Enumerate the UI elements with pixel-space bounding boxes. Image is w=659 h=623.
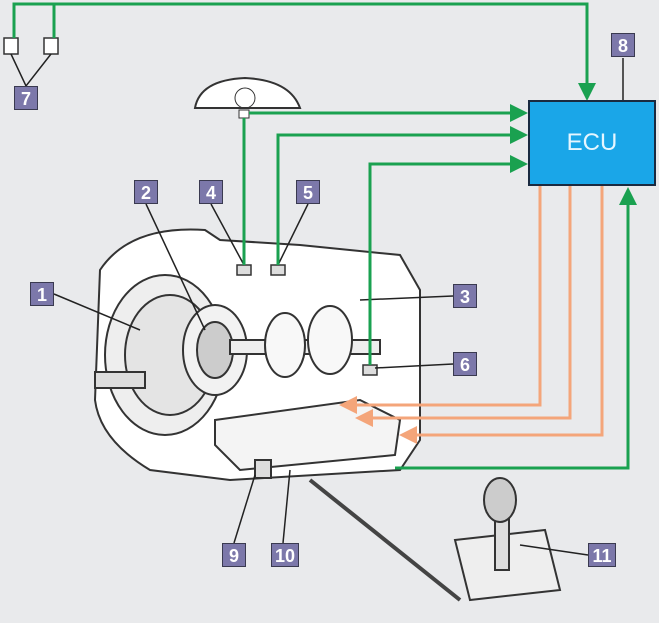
label-11: 11 <box>588 543 616 567</box>
label-8: 8 <box>611 33 635 57</box>
label-leaders <box>10 53 624 556</box>
label-10: 10 <box>271 543 299 567</box>
label-6: 6 <box>453 352 477 376</box>
instrument-cluster <box>193 76 302 119</box>
shift-lever <box>308 477 562 602</box>
output-signal-lines <box>339 186 604 444</box>
label-1: 1 <box>30 282 54 306</box>
label-3: 3 <box>453 284 477 308</box>
transmission-housing <box>93 228 421 482</box>
label-4: 4 <box>199 180 223 204</box>
input-signal-lines <box>12 2 637 470</box>
label-9: 9 <box>222 543 246 567</box>
ecu-box: ECU <box>528 100 656 186</box>
label-5: 5 <box>296 180 320 204</box>
label-7: 7 <box>14 86 38 110</box>
label-2: 2 <box>134 180 158 204</box>
